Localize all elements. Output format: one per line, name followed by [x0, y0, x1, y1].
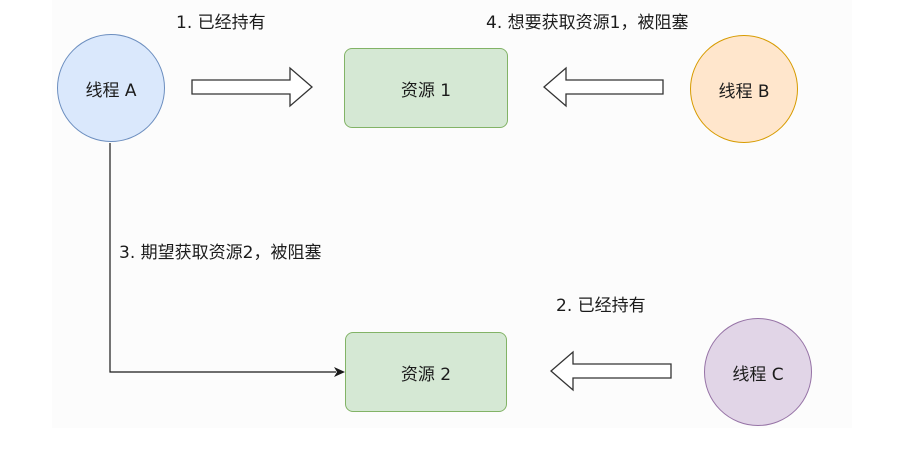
thread-b-label: 线程 B: [718, 81, 770, 102]
thread-a-node: 线程 A: [57, 34, 165, 142]
connector-arrowhead: [334, 367, 345, 377]
arrow-a-to-resource-1: [191, 66, 313, 108]
thread-a-label: 线程 A: [85, 80, 137, 101]
thread-b-node: 线程 B: [690, 35, 798, 143]
edge-label-c-holds-resource-2: 2. 已经持有: [556, 296, 646, 316]
arrow-c-to-resource-2: [550, 350, 672, 392]
resource-1-node: 资源 1: [344, 48, 508, 128]
edge-label-b-wants-resource-1: 4. 想要获取资源1，被阻塞: [486, 13, 689, 33]
thread-c-label: 线程 C: [732, 364, 784, 385]
resource-1-label: 资源 1: [400, 80, 452, 101]
resource-2-label: 资源 2: [400, 364, 452, 385]
resource-2-node: 资源 2: [345, 332, 507, 412]
thread-c-node: 线程 C: [704, 318, 812, 426]
arrow-b-to-resource-1: [543, 66, 664, 108]
edge-label-a-holds-resource-1: 1. 已经持有: [176, 13, 266, 33]
connector-a-to-resource-2: [109, 143, 336, 373]
edge-label-a-wants-resource-2: 3. 期望获取资源2，被阻塞: [119, 243, 322, 263]
